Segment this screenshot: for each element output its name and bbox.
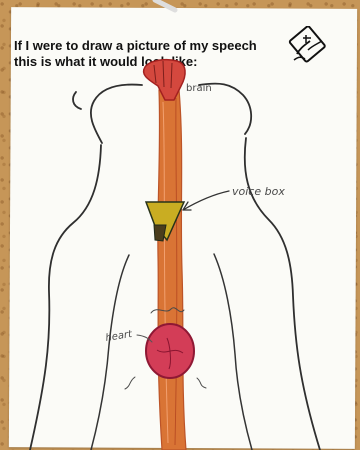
- voice-box-label: voice box: [232, 185, 285, 198]
- airway-tube: [158, 89, 186, 450]
- arm-left-inner: [91, 255, 129, 450]
- shoulder-left-outline: [30, 145, 101, 450]
- heart-label: heart: [105, 329, 134, 344]
- head-outline-left: [91, 85, 142, 143]
- voice-box-arrow: [183, 191, 229, 210]
- heart-glow-left: [125, 377, 135, 389]
- heart-glow-right: [197, 378, 206, 388]
- ear-left: [73, 92, 81, 109]
- push-pin-icon: [155, 0, 175, 10]
- brain-label: brain: [186, 83, 212, 94]
- arm-right-inner: [214, 254, 252, 450]
